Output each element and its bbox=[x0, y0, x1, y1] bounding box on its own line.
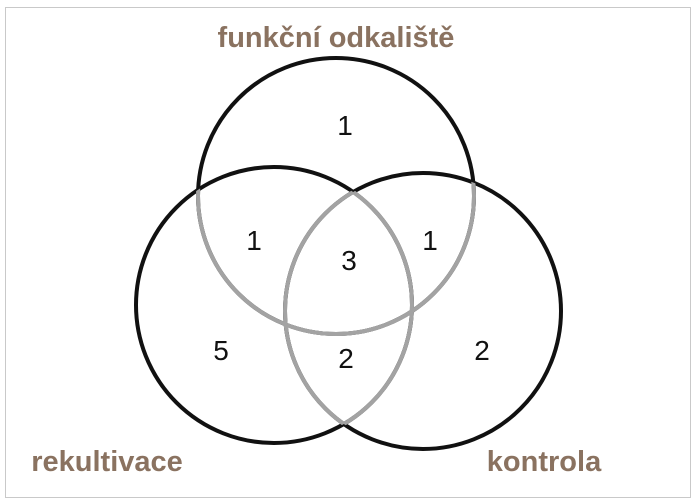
count-top-only: 1 bbox=[337, 110, 353, 141]
count-all-three: 3 bbox=[341, 245, 357, 276]
count-top-right: 1 bbox=[422, 225, 438, 256]
count-top-left: 1 bbox=[246, 225, 262, 256]
diagram-frame bbox=[5, 7, 691, 498]
label-rekultivace: rekultivace bbox=[31, 446, 183, 478]
count-right-only: 2 bbox=[474, 335, 490, 366]
label-funkcni-odkaliste: funkční odkaliště bbox=[218, 22, 455, 54]
count-left-right: 2 bbox=[338, 343, 354, 374]
inner-arcs bbox=[196, 167, 476, 445]
label-kontrola: kontrola bbox=[487, 446, 602, 478]
count-left-only: 5 bbox=[213, 335, 229, 366]
